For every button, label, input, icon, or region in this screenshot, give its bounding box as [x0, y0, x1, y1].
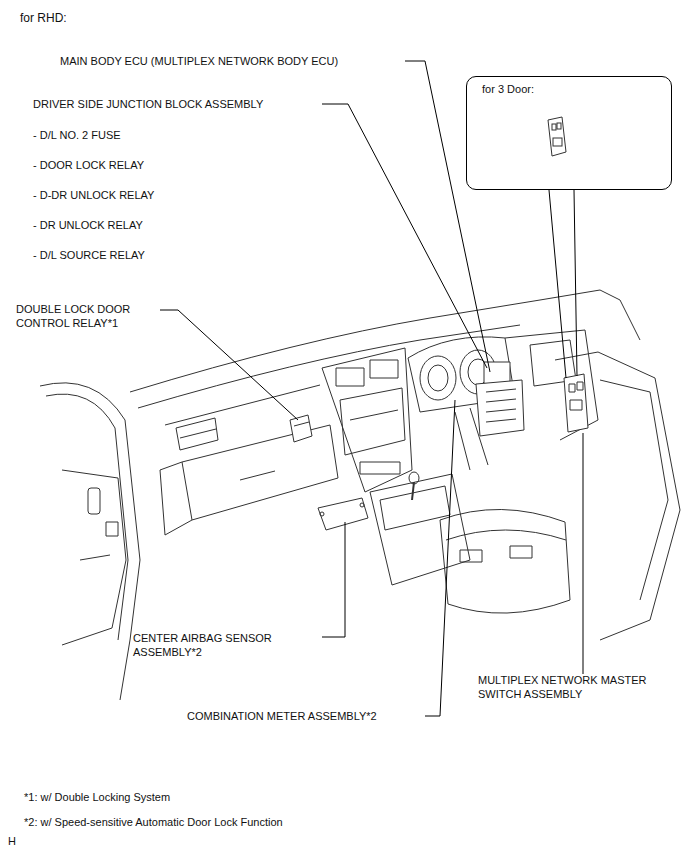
part-name: DOUBLE LOCK DOOR CONTROL RELAY*1: [16, 302, 151, 330]
heading: for RHD:: [20, 11, 67, 25]
part-name: COMBINATION METER ASSEMBLY*2: [187, 709, 377, 723]
sub-part: - D/L SOURCE RELAY: [33, 248, 145, 262]
leader-lines: [160, 61, 583, 716]
switch-icon: [548, 117, 566, 156]
sub-part: - D-DR UNLOCK RELAY: [33, 188, 154, 202]
inset-box: for 3 Door:: [466, 76, 672, 190]
sub-part: - DR UNLOCK RELAY: [33, 218, 143, 232]
figure-code: H: [8, 834, 16, 848]
part-name: MULTIPLEX NETWORK MASTER SWITCH ASSEMBLY: [478, 673, 678, 701]
inset-heading: for 3 Door:: [467, 77, 671, 96]
part-name: MAIN BODY ECU (MULTIPLEX NETWORK BODY EC…: [60, 54, 338, 68]
footnote: *2: w/ Speed-sensitive Automatic Door Lo…: [24, 815, 283, 829]
footnote: *1: w/ Double Locking System: [24, 790, 170, 804]
sub-part: - DOOR LOCK RELAY: [33, 158, 144, 172]
sub-part: - D/L NO. 2 FUSE: [33, 128, 121, 142]
part-name: DRIVER SIDE JUNCTION BLOCK ASSEMBLY: [33, 97, 263, 111]
part-name: CENTER AIRBAG SENSOR ASSEMBLY*2: [133, 631, 303, 659]
vehicle-interior-sketch: [40, 290, 680, 700]
